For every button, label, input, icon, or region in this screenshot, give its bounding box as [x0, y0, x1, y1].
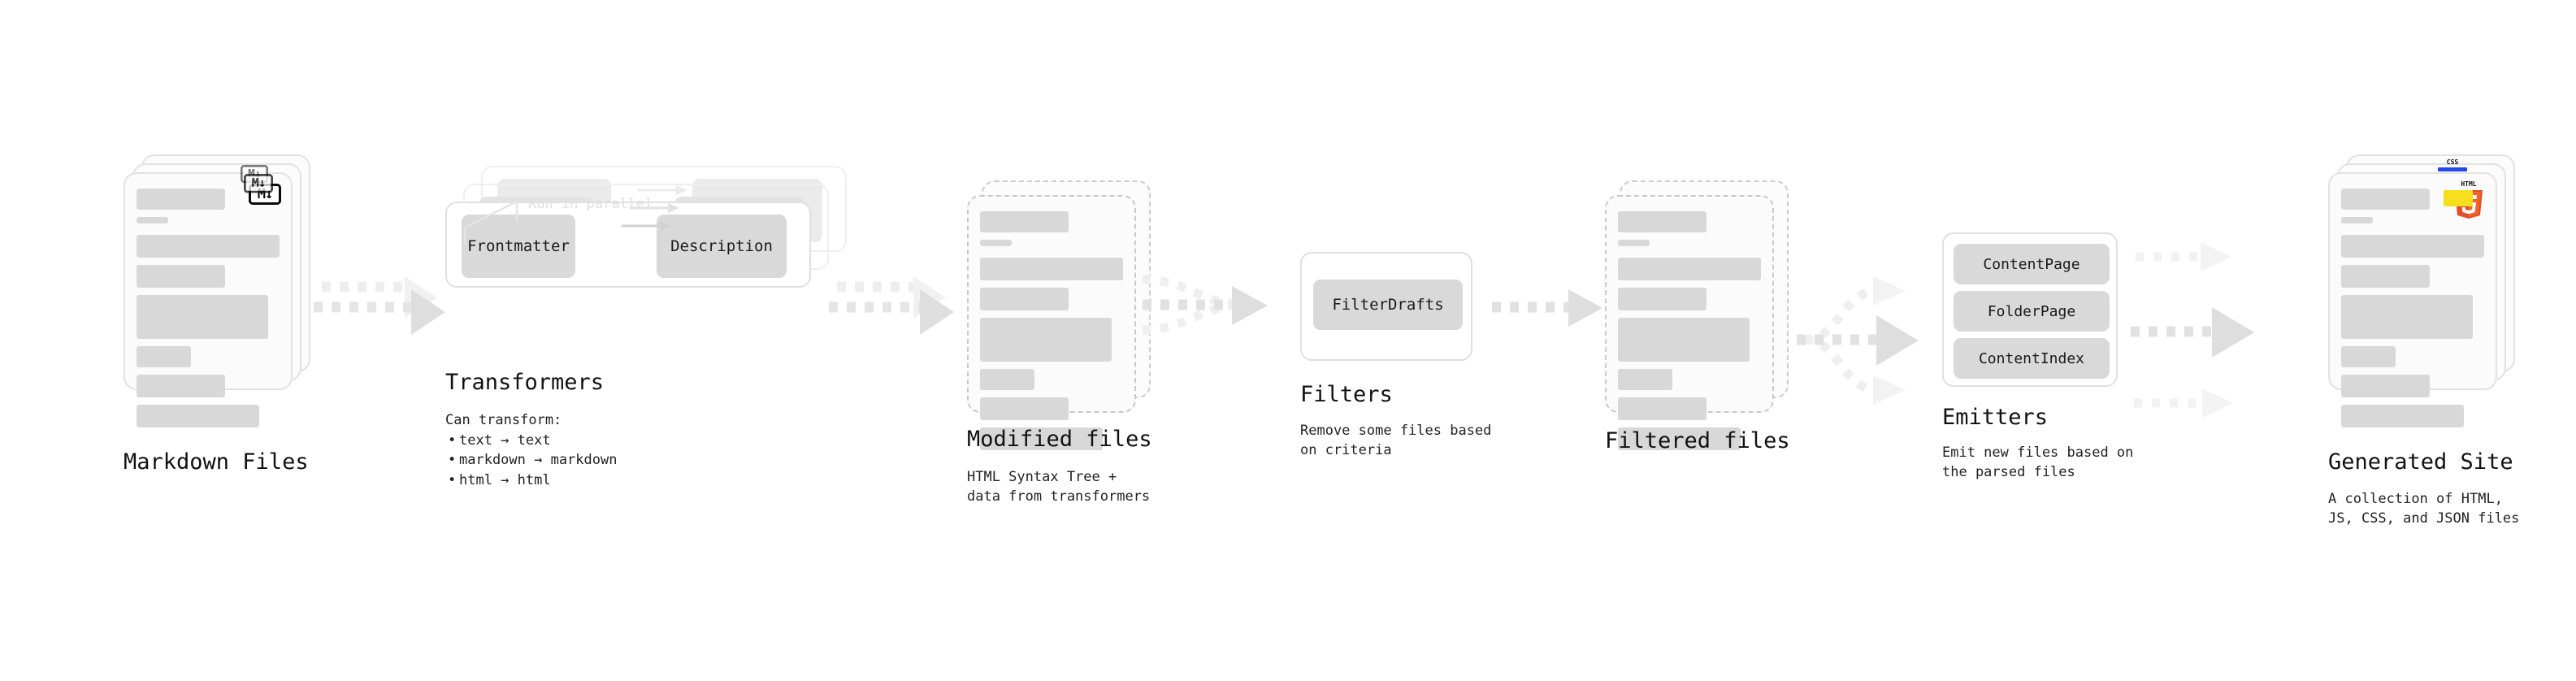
skeleton-row	[137, 295, 268, 339]
caption-generated-site: Generated Site	[2328, 449, 2513, 475]
skeleton-row	[1618, 288, 1707, 310]
skeleton-row	[980, 288, 1069, 310]
skeleton-row	[137, 235, 280, 258]
skeleton-subtitle	[980, 240, 1012, 246]
css3-badge-bar	[2438, 167, 2467, 171]
skeleton-title	[980, 211, 1069, 232]
markdown-badge-ghost-mid: M↓	[244, 174, 273, 193]
caption-emitters: Emitters	[1942, 405, 2049, 430]
markdown-file-card: M↓	[124, 172, 293, 427]
emitters-box: ContentPage FolderPage ContentIndex	[1942, 232, 2118, 387]
skeleton-row	[137, 375, 226, 397]
arrow-emitters-to-site	[2131, 242, 2254, 418]
stage-modified-files	[967, 180, 1151, 450]
emitter-pill-folderpage[interactable]: FolderPage	[1954, 291, 2110, 332]
filter-pill-filterdrafts[interactable]: FilterDrafts	[1313, 280, 1463, 330]
arrow-modified-to-filters	[1142, 275, 1268, 335]
skeleton-row	[2341, 346, 2396, 367]
skeleton-row	[137, 346, 191, 367]
transformers-list-item: text → text	[459, 431, 617, 451]
skeleton-row	[1618, 369, 1672, 390]
skeleton-row	[980, 427, 1104, 450]
arrow-filters-to-filtered	[1492, 289, 1602, 327]
stage-filtered-files	[1605, 180, 1789, 450]
transformer-pill-description[interactable]: Description	[657, 215, 787, 278]
subcaption-modified-files: HTML Syntax Tree + data from transformer…	[967, 469, 1151, 505]
css3-badge: CSS	[2437, 159, 2468, 172]
skeleton-row	[137, 265, 226, 288]
transformers-list-intro: Can transform:	[445, 412, 562, 428]
skeleton-row	[1618, 427, 1741, 450]
generated-site-card: HTML	[2328, 172, 2497, 427]
stage-filters: FilterDrafts	[1300, 252, 1472, 361]
skeleton-title	[2341, 189, 2431, 210]
subcaption-generated-site: A collection of HTML, JS, CSS, and JSON …	[2328, 491, 2520, 527]
transformers-box: Frontmatter Description	[445, 202, 811, 288]
run-in-parallel-label: Run in parallel	[528, 196, 653, 212]
subcaption-filters: Remove some files based on criteria	[1300, 423, 1492, 459]
emitter-pill-contentpage[interactable]: ContentPage	[1954, 244, 2110, 284]
svg-text:HTML: HTML	[2461, 180, 2476, 188]
skeleton-row	[1618, 258, 1761, 280]
caption-modified-files: Modified files	[967, 427, 1152, 452]
caption-transformers: Transformers	[445, 370, 605, 395]
stage-generated-site: HTML	[2328, 154, 2515, 427]
run-in-parallel-bracket	[463, 199, 518, 245]
filters-box: FilterDrafts	[1300, 252, 1472, 361]
skeleton-row	[2341, 405, 2465, 427]
javascript-badge	[2444, 190, 2473, 206]
stage-emitters: ContentPage FolderPage ContentIndex	[1942, 232, 2118, 387]
emitter-pill-contentindex[interactable]: ContentIndex	[1954, 338, 2110, 379]
transformers-list-item: html → html	[459, 471, 617, 491]
caption-markdown-files: Markdown Files	[124, 449, 309, 475]
arrow-markdown-to-transformers	[314, 276, 445, 335]
caption-filtered-files: Filtered files	[1605, 428, 1790, 453]
skeleton-row	[2341, 235, 2484, 258]
skeleton-row	[2341, 375, 2431, 397]
css3-badge-label: CSS	[2446, 158, 2459, 166]
transformer-pill-frontmatter[interactable]: Frontmatter	[462, 215, 575, 278]
skeleton-row	[980, 318, 1112, 362]
skeleton-row	[980, 369, 1034, 390]
skeleton-row	[980, 397, 1069, 420]
transformers-capabilities: Can transform: text → text markdown → ma…	[445, 410, 617, 491]
stage-markdown-files: M↓	[124, 154, 310, 427]
skeleton-title	[1618, 211, 1707, 232]
arrow-transformers-to-modified	[829, 276, 954, 335]
arrow-filtered-to-emitters	[1797, 276, 1919, 405]
transformers-list-item: markdown → markdown	[459, 450, 617, 471]
transformer-inner-arrows	[621, 185, 687, 231]
skeleton-row	[2341, 265, 2431, 288]
skeleton-title	[137, 189, 226, 210]
subcaption-emitters: Emit new files based on the parsed files	[1942, 445, 2134, 481]
filtered-file-card	[1605, 195, 1774, 450]
skeleton-row	[137, 405, 260, 427]
modified-file-card	[967, 195, 1136, 450]
skeleton-subtitle	[2341, 217, 2373, 223]
skeleton-row	[1618, 397, 1707, 420]
skeleton-row	[2341, 295, 2473, 339]
skeleton-subtitle	[137, 217, 168, 223]
skeleton-row	[980, 258, 1123, 280]
skeleton-row	[1618, 318, 1750, 362]
skeleton-subtitle	[1618, 240, 1650, 246]
stage-transformers: Frontmatter Description	[445, 166, 847, 288]
caption-filters: Filters	[1300, 382, 1393, 407]
